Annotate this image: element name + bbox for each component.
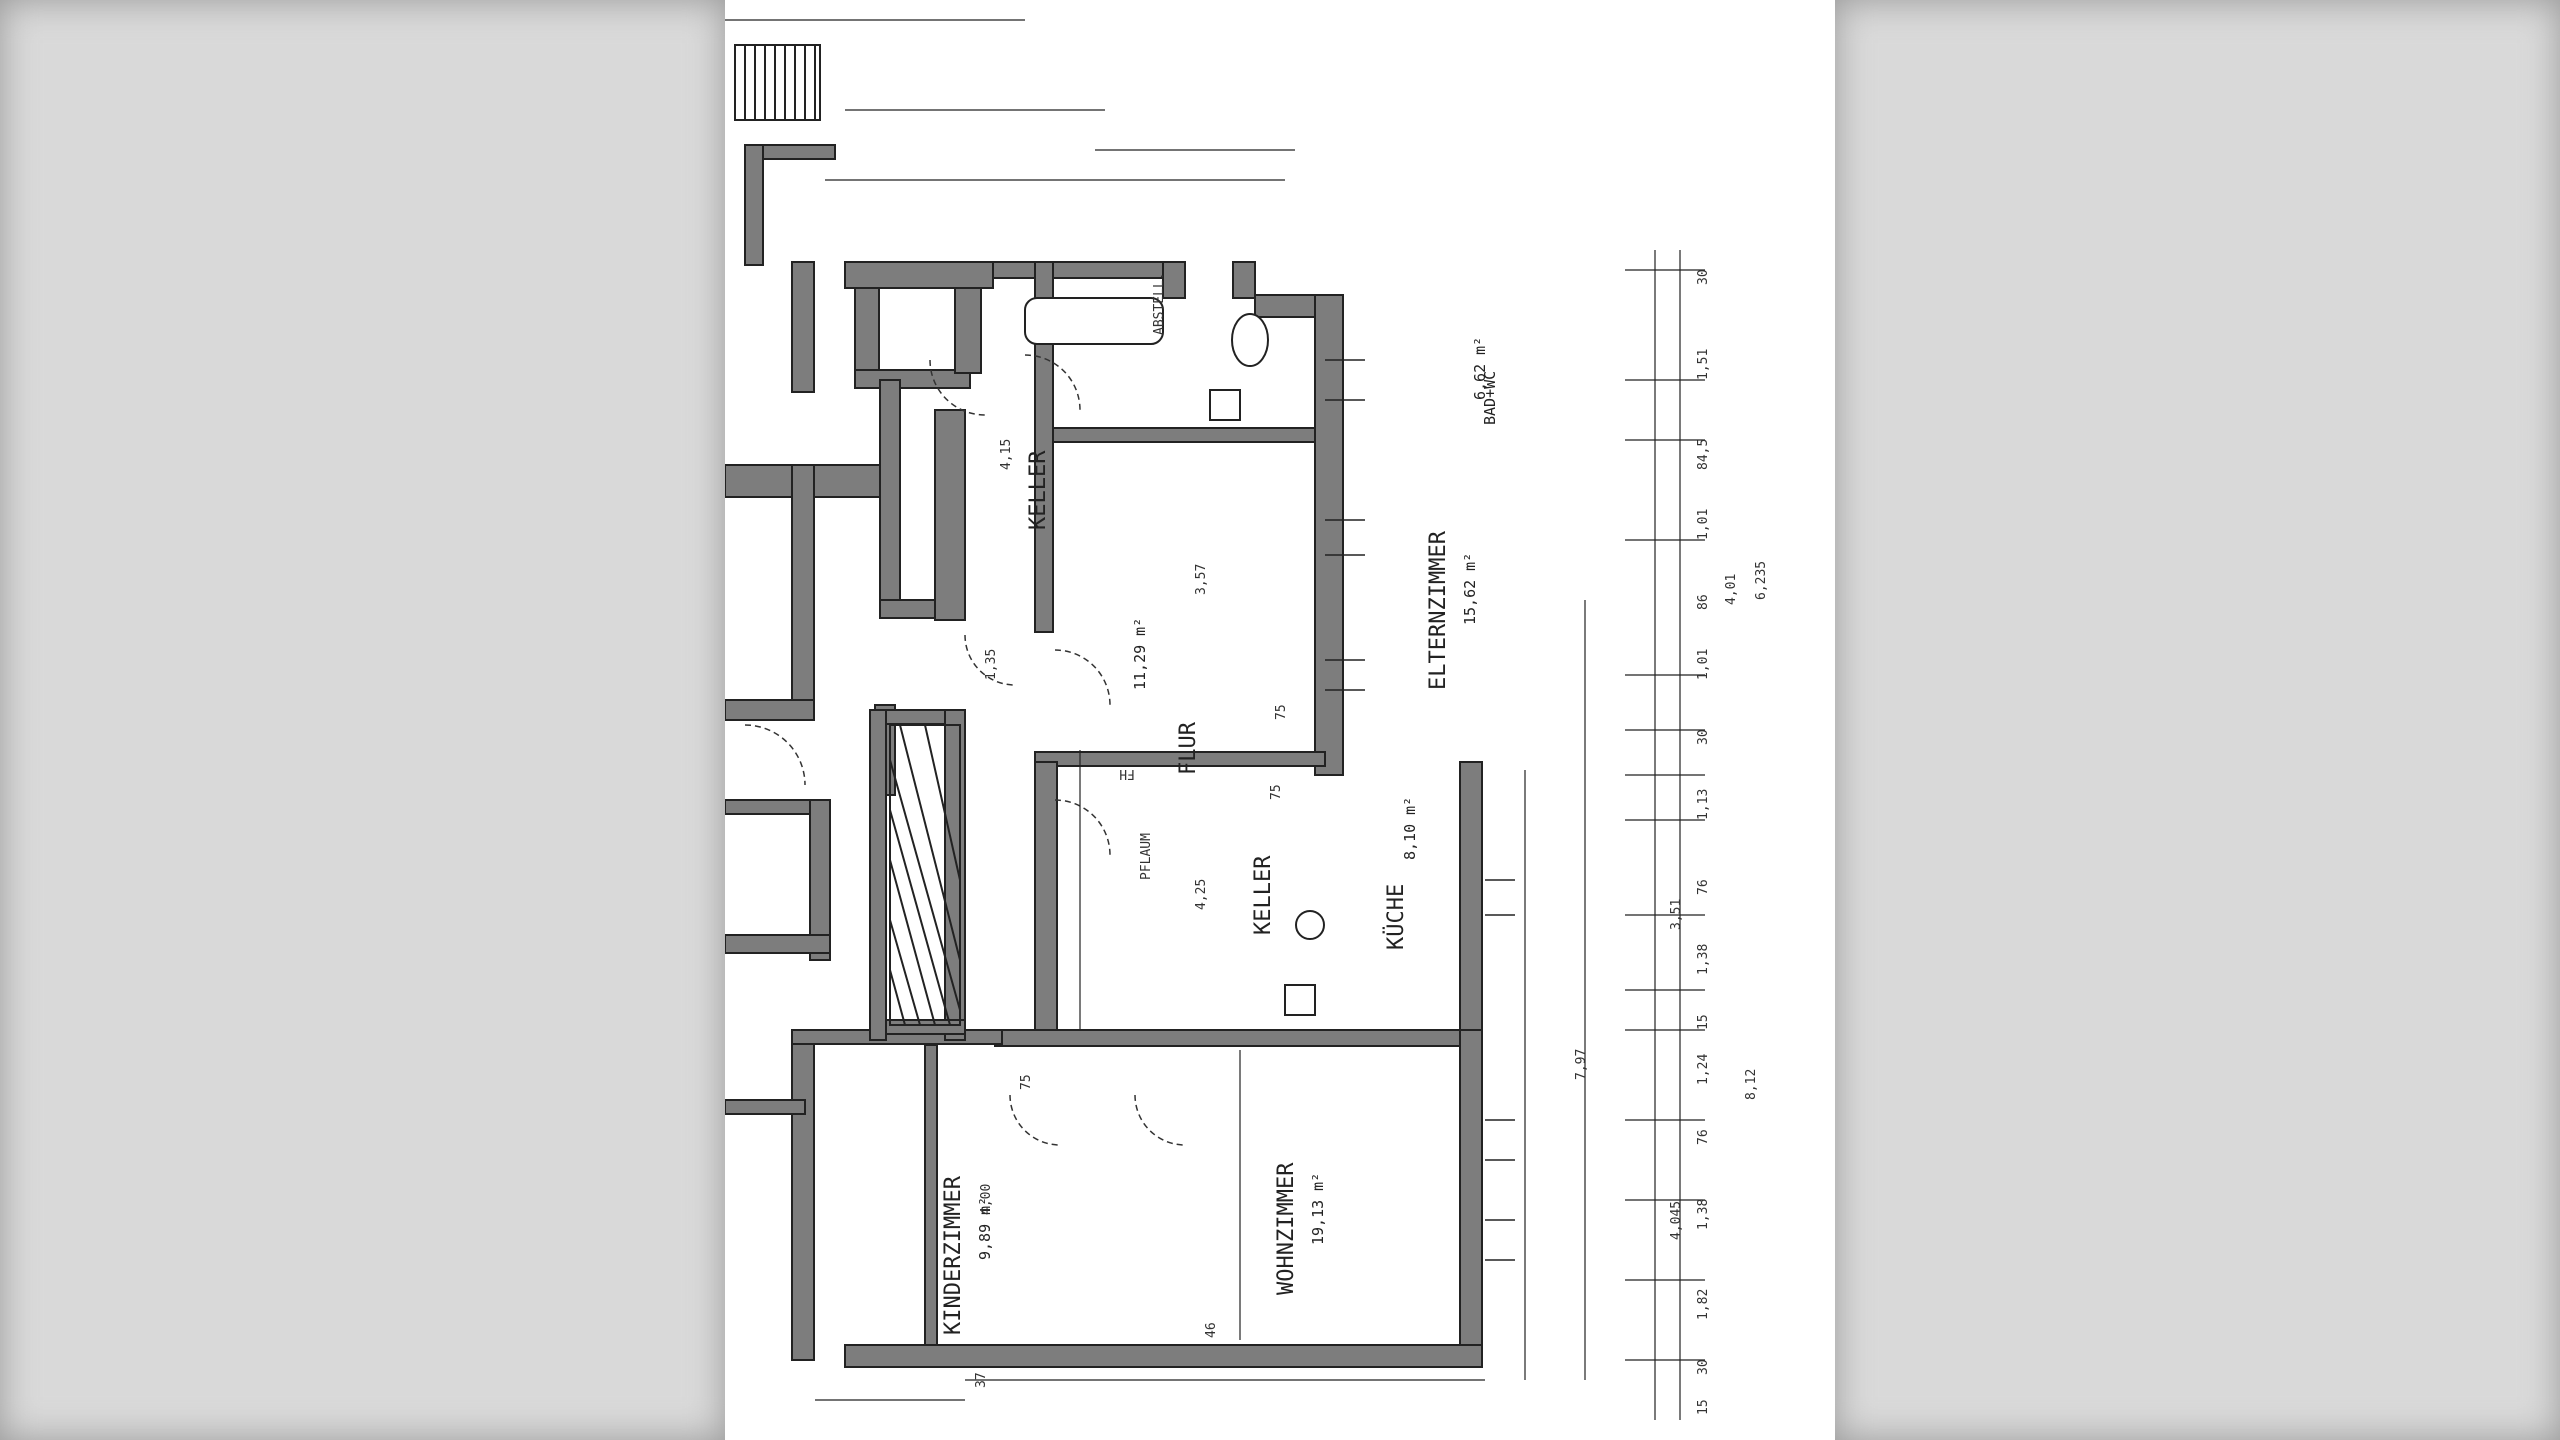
- stairs: [734, 44, 821, 121]
- windows: [1325, 359, 1515, 1261]
- dim-total-3: 8,12: [1744, 1069, 1759, 1100]
- area-label-kueche: 8,10 m²: [1401, 797, 1419, 860]
- label-pflaum: PFLAUM: [1139, 833, 1154, 880]
- dim-right-10: 15: [1696, 1014, 1711, 1030]
- dim-right-3: 1,01: [1696, 509, 1711, 540]
- dim-total-1: 3,51: [1669, 899, 1684, 930]
- dim-inner-5: 75: [1274, 704, 1289, 720]
- door-swings: [744, 354, 1186, 1146]
- walls: [725, 144, 1483, 1368]
- dim-inner-4: 1,35: [984, 649, 999, 680]
- dim-right-11: 1,24: [1696, 1054, 1711, 1085]
- dim-inner-0: 4,15: [999, 439, 1014, 470]
- room-label-kueche: KÜCHE: [1383, 884, 1409, 950]
- dim-right-9: 1,38: [1696, 944, 1711, 975]
- room-labels: ELTERNZIMMER 15,62 m² KINDERZIMMER 9,89 …: [941, 272, 1499, 1335]
- dim-total-4: 4,01: [1724, 574, 1739, 605]
- blurred-left-margin: [0, 0, 725, 1440]
- dim-inner-2: 4,25: [1194, 879, 1209, 910]
- dim-right-5: 1,01: [1696, 649, 1711, 680]
- dimension-labels-inner: 4,15 3,57 4,25 4,00 1,35 75 75 75 46 37: [974, 439, 1289, 1388]
- label-abstell: ABSTELL.: [1152, 272, 1167, 335]
- area-label-flur: 11,29 m²: [1131, 618, 1149, 690]
- dim-right-7: 1,13: [1696, 789, 1711, 820]
- dim-right-12: 76: [1696, 1129, 1711, 1145]
- keller-hatch: [889, 724, 961, 1026]
- dim-right-0: 30: [1696, 269, 1711, 285]
- area-label-elternzimmer: 15,62 m²: [1461, 553, 1479, 625]
- dim-right-15: 30: [1696, 1359, 1711, 1375]
- dim-total-0: 6,235: [1754, 561, 1769, 600]
- dimension-labels-right: 30 1,51 84,5 1,01 86 1,01 30 1,13 76 1,3…: [1696, 269, 1711, 1415]
- bath-fixtures: [1024, 297, 1325, 1016]
- dim-inner-1: 3,57: [1194, 564, 1209, 595]
- dim-right-8: 76: [1696, 879, 1711, 895]
- room-label-keller-1: KELLER: [1026, 450, 1051, 530]
- dim-inner-7: 75: [1019, 1074, 1034, 1090]
- dim-total-2: 7,97: [1574, 1049, 1589, 1080]
- blurred-right-margin: [1835, 0, 2560, 1440]
- dim-right-14: 1,82: [1696, 1289, 1711, 1320]
- dim-right-1: 1,51: [1696, 349, 1711, 380]
- room-label-elternzimmer: ELTERNZIMMER: [1426, 530, 1451, 690]
- floor-plan-drawing: ELTERNZIMMER 15,62 m² KINDERZIMMER 9,89 …: [725, 19, 1769, 1420]
- dim-inner-6: 75: [1269, 784, 1284, 800]
- dim-right-2: 84,5: [1696, 439, 1711, 470]
- room-label-keller-2: KELLER: [1251, 855, 1276, 935]
- dim-right-16: 15: [1696, 1399, 1711, 1415]
- room-label-wohnzimmer: WOHNZIMMER: [1274, 1162, 1299, 1295]
- dim-inner-3: 4,00: [979, 1184, 994, 1215]
- dim-inner-8: 46: [1204, 1322, 1219, 1338]
- dim-right-6: 30: [1696, 729, 1711, 745]
- dimension-totals: 6,235 3,51 7,97 8,12 4,01 4,045: [1574, 561, 1769, 1240]
- area-label-bad: 6,62 m²: [1471, 337, 1489, 400]
- dim-inner-9: 37: [974, 1372, 989, 1388]
- dim-total-5: 4,045: [1669, 1201, 1684, 1240]
- dim-right-4: 86: [1696, 594, 1711, 610]
- room-label-kinderzimmer: KINDERZIMMER: [941, 1175, 966, 1335]
- label-fh: FH: [1119, 766, 1135, 781]
- dim-right-13: 1,38: [1696, 1199, 1711, 1230]
- room-label-flur: FLUR: [1176, 721, 1201, 775]
- area-label-kinderzimmer: 9,89 m²: [976, 1197, 994, 1260]
- dimension-lines: [725, 19, 1705, 1420]
- area-label-wohnzimmer: 19,13 m²: [1309, 1173, 1327, 1245]
- floor-plan-sheet: ELTERNZIMMER 15,62 m² KINDERZIMMER 9,89 …: [725, 0, 1835, 1440]
- room-label-bad: BAD+WC: [1481, 371, 1499, 425]
